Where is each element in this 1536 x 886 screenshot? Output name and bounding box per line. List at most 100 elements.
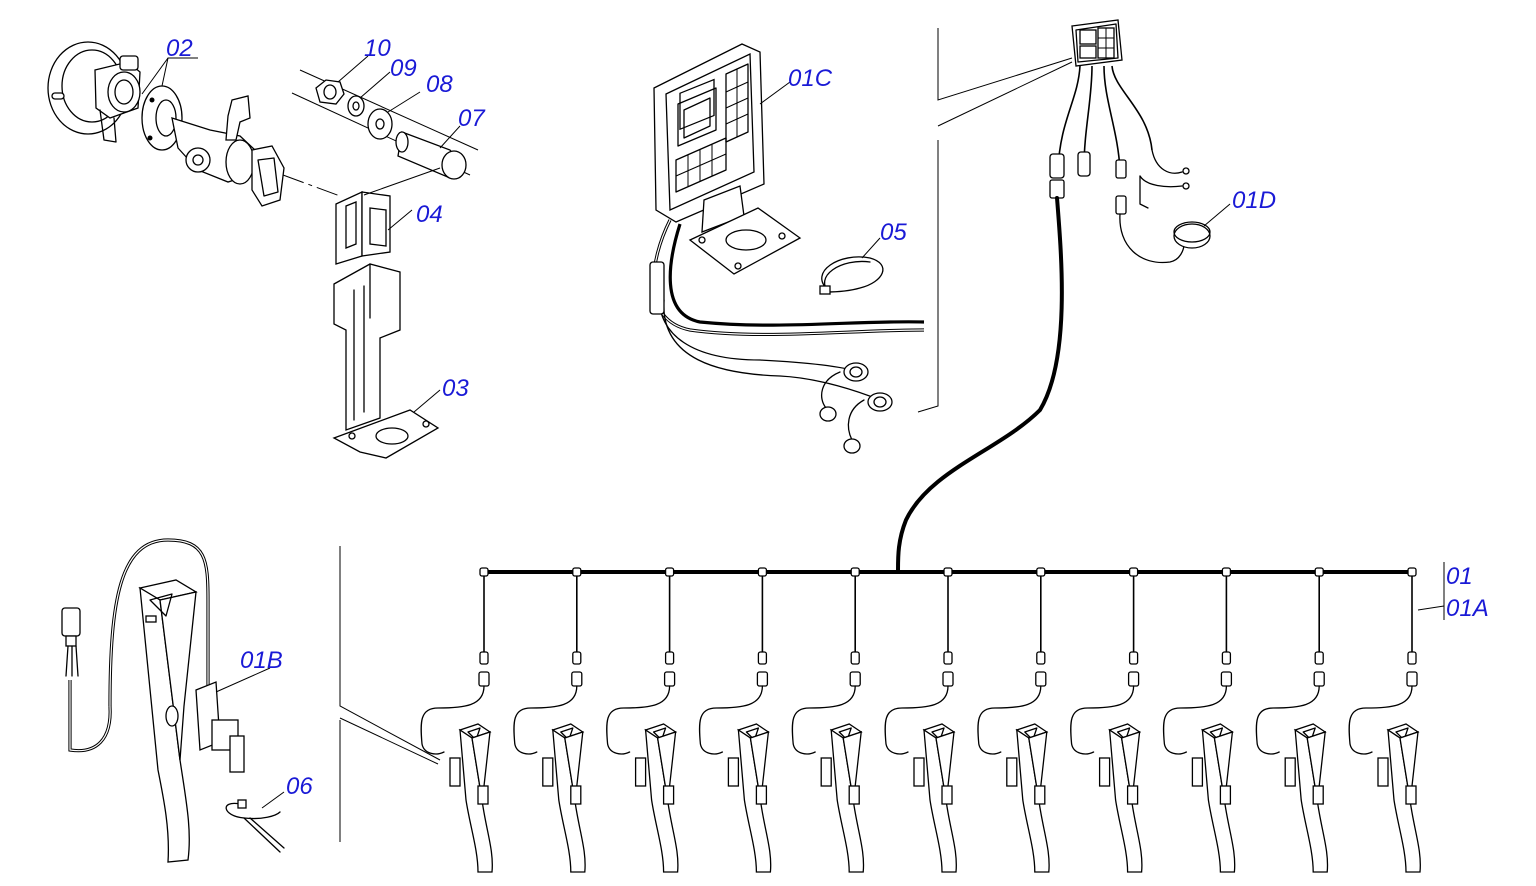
sensor-plug <box>663 671 676 687</box>
seed-tube <box>552 728 586 873</box>
section-dividers <box>339 28 1073 842</box>
sensor-plug <box>849 671 861 687</box>
sensor-clip <box>477 785 489 805</box>
seed-tube <box>644 728 679 873</box>
seed-tube <box>1016 728 1050 873</box>
harness-junction <box>850 567 860 577</box>
sensor-lead <box>1255 685 1320 755</box>
seed-sensor <box>913 757 925 787</box>
seed-sensor-harness <box>420 562 1445 873</box>
harness-junction <box>1036 567 1046 577</box>
callout-07: 07 <box>458 105 486 132</box>
sensor-lead <box>791 685 856 755</box>
sensor-lead <box>977 685 1042 755</box>
callout-01b: 01B <box>240 647 283 674</box>
seed-tube-opening <box>745 727 760 741</box>
drop-connector <box>1221 651 1232 665</box>
sensor-clip <box>1034 785 1046 805</box>
control-module <box>896 19 1231 572</box>
harness-junction <box>943 567 953 577</box>
sensor-plug <box>1127 671 1140 687</box>
callout-10: 10 <box>364 35 391 62</box>
callout-02: 02 <box>166 35 193 62</box>
seed-sensor <box>542 757 554 787</box>
callout-08: 08 <box>426 71 453 98</box>
seed-tube <box>459 728 493 873</box>
sensor-01b-detail <box>61 538 271 863</box>
seed-tube-opening <box>1116 727 1131 741</box>
drop-connector <box>943 651 953 665</box>
sensor-lead <box>884 685 949 755</box>
sensor-lead <box>1070 685 1135 755</box>
harness-junction <box>664 567 675 577</box>
sensor-clip <box>1405 785 1417 805</box>
sensor-clip <box>1219 785 1232 805</box>
sensor-lead <box>606 685 671 755</box>
seed-sensor <box>1377 757 1389 787</box>
keypad-bottom <box>675 137 727 193</box>
monitor-connectors <box>819 362 893 454</box>
seed-tube <box>830 728 865 873</box>
sensor-plug <box>1035 671 1047 687</box>
seed-sensor <box>1006 757 1018 787</box>
sensor-plug <box>478 671 490 687</box>
ram-mount-assembly <box>47 41 341 207</box>
callout-labels: 02 10 09 08 07 04 03 01C 05 01D 01B 06 0… <box>166 35 1489 800</box>
sensor-clip <box>1126 785 1139 805</box>
drop-connector <box>479 651 489 665</box>
harness-junction <box>1314 567 1324 577</box>
callout-06: 06 <box>286 773 313 800</box>
seed-tube <box>737 728 772 873</box>
callout-01a: 01A <box>1446 595 1489 622</box>
seed-sensor <box>1098 757 1111 787</box>
keypad-right <box>725 63 749 143</box>
sensor-plug <box>756 671 769 687</box>
callout-05: 05 <box>880 219 907 246</box>
sensor-plug <box>1220 671 1233 687</box>
bracket-04 <box>335 167 441 265</box>
sensor-clip <box>570 785 582 805</box>
seed-tube-opening <box>1302 727 1316 741</box>
cable-tie-05 <box>819 237 884 295</box>
seed-tube <box>1294 728 1329 873</box>
sensor-clip <box>662 785 675 805</box>
drop-connector <box>757 651 768 665</box>
drop-connector <box>1128 651 1139 665</box>
seed-tube-opening <box>560 727 574 741</box>
callout-01c: 01C <box>788 65 833 92</box>
sensor-clip <box>1312 785 1324 805</box>
seed-tube-opening <box>1024 727 1038 741</box>
sensor-lead <box>420 685 485 755</box>
seed-tube-opening <box>652 727 667 741</box>
drop-connector <box>664 651 675 665</box>
harness-junction <box>572 567 582 577</box>
seed-sensor <box>1191 757 1204 787</box>
seed-tube <box>1108 728 1143 873</box>
sensor-clip <box>941 785 953 805</box>
drop-connector <box>850 651 860 665</box>
seed-sensor <box>820 757 832 787</box>
harness-junction <box>757 567 768 577</box>
drop-connector <box>1036 651 1046 665</box>
seed-tube-opening <box>931 727 945 741</box>
sensor-lead <box>1162 685 1228 755</box>
monitor-01c <box>649 43 925 454</box>
seed-tube-opening <box>1209 727 1224 741</box>
drop-connector <box>572 651 582 665</box>
sensor-plug <box>1313 671 1325 687</box>
sensor-clip <box>755 785 768 805</box>
sensor-clip <box>848 785 860 805</box>
sensor-plug <box>571 671 583 687</box>
drop-connector <box>1314 651 1324 665</box>
seed-tube-opening <box>467 727 481 741</box>
harness-junction <box>1221 567 1232 577</box>
sensor-plug <box>1406 671 1418 687</box>
drop-connector <box>1407 651 1417 665</box>
seed-sensor <box>727 757 740 787</box>
callout-01: 01 <box>1446 563 1473 590</box>
bracket-03 <box>332 263 441 459</box>
callout-01d: 01D <box>1232 187 1276 214</box>
seed-tube-opening <box>1395 727 1409 741</box>
seed-sensor <box>1284 757 1296 787</box>
